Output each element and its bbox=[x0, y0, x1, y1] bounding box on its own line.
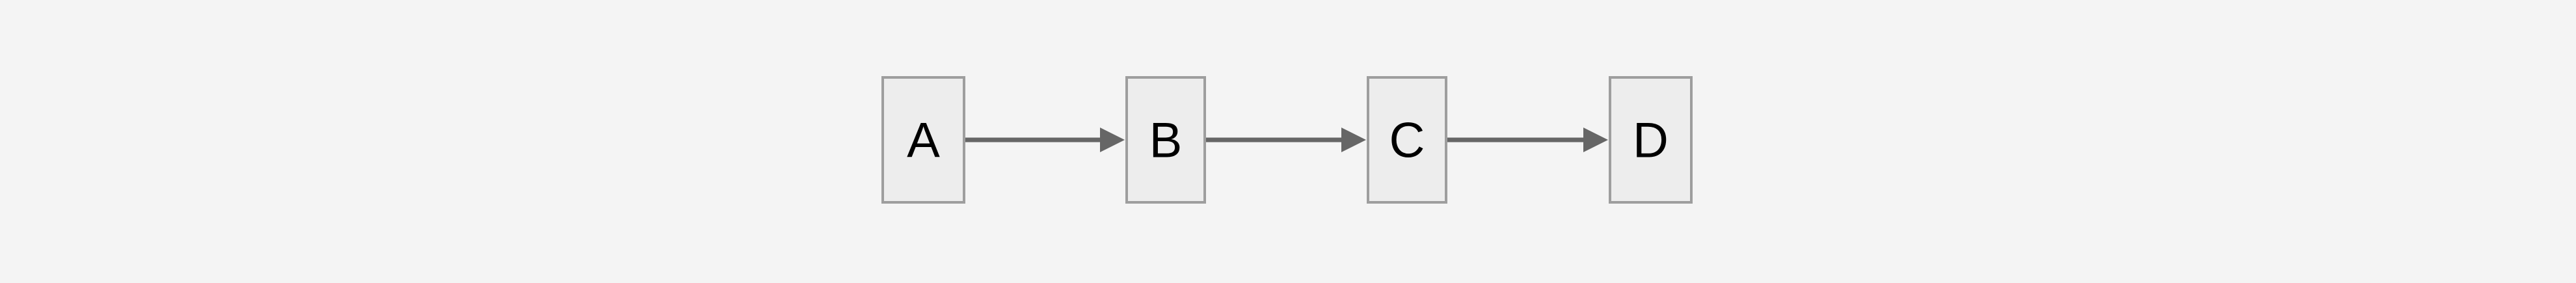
node-c[interactable]: C bbox=[1367, 76, 1447, 204]
node-box[interactable] bbox=[881, 76, 965, 204]
node-a[interactable]: A bbox=[881, 76, 965, 204]
node-b[interactable]: B bbox=[1125, 76, 1206, 204]
node-label: D bbox=[1633, 113, 1669, 168]
node-box[interactable] bbox=[1367, 76, 1447, 204]
arrowhead-icon bbox=[1100, 128, 1125, 152]
node-label: A bbox=[907, 113, 940, 168]
nodes-layer: A B C D bbox=[881, 76, 1693, 204]
node-box[interactable] bbox=[1125, 76, 1206, 204]
edge-a-to-b bbox=[965, 128, 1125, 152]
node-label: B bbox=[1149, 113, 1183, 168]
arrowhead-icon bbox=[1341, 128, 1366, 152]
edges-layer bbox=[965, 128, 1608, 152]
edge-c-to-d bbox=[1447, 128, 1608, 152]
node-box[interactable] bbox=[1609, 76, 1693, 204]
edge-b-to-c bbox=[1206, 128, 1366, 152]
arrowhead-icon bbox=[1583, 128, 1608, 152]
node-label: C bbox=[1389, 113, 1425, 168]
node-d[interactable]: D bbox=[1609, 76, 1693, 204]
